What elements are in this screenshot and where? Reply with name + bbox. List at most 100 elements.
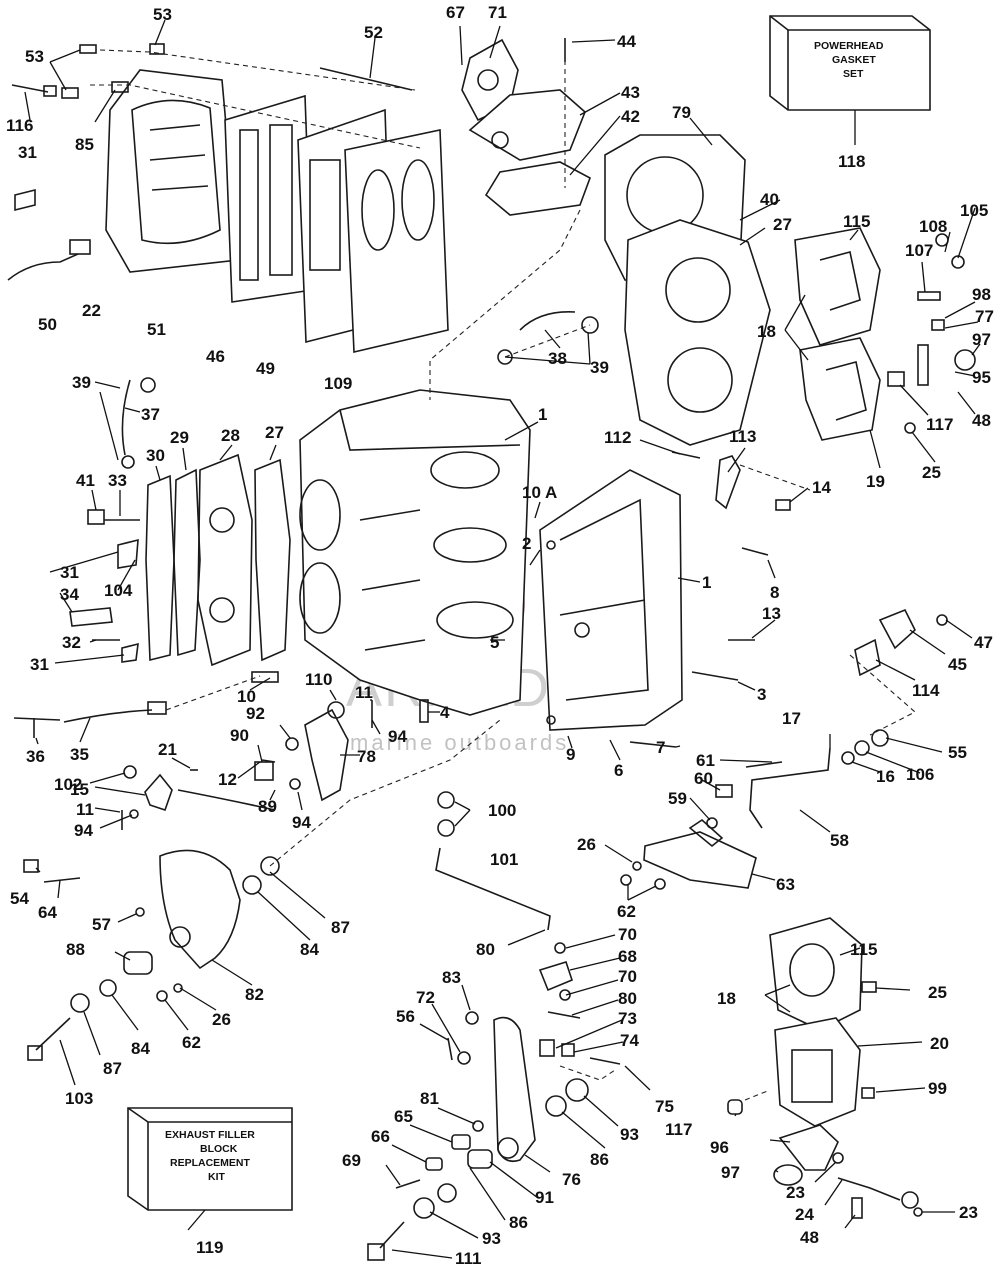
callout: 108 xyxy=(919,217,947,236)
callout: 80 xyxy=(618,989,637,1008)
throttle-cam-group xyxy=(23,849,280,1061)
callout: 88 xyxy=(66,940,85,959)
callout: 32 xyxy=(62,633,81,652)
callout: 63 xyxy=(776,875,795,894)
callout: 59 xyxy=(668,789,687,808)
callout: 27 xyxy=(773,215,792,234)
callout: 28 xyxy=(221,426,240,445)
left-middle-linkages xyxy=(13,671,429,830)
exhaust-line2: BLOCK xyxy=(200,1143,238,1155)
exhaust-filler-kit-box: EXHAUST FILLER BLOCK REPLACEMENT KIT xyxy=(127,1107,293,1211)
callout: 18 xyxy=(757,322,776,341)
callout: 78 xyxy=(357,747,376,766)
crankcase-half xyxy=(539,469,683,731)
callout-labels: 53 67 71 44 52 53 85 116 31 22 50 51 46 … xyxy=(6,3,994,1268)
callout: 106 xyxy=(906,765,934,784)
callout: 19 xyxy=(866,472,885,491)
callout: 84 xyxy=(300,940,319,959)
exhaust-line1: EXHAUST FILLER xyxy=(165,1129,255,1141)
callout: 94 xyxy=(388,727,407,746)
callout: 117 xyxy=(926,415,953,434)
callout: 29 xyxy=(170,428,189,447)
callout: 31 xyxy=(30,655,49,674)
callout: 36 xyxy=(26,747,45,766)
callout: 37 xyxy=(141,405,160,424)
callout: 57 xyxy=(92,915,111,934)
callout: 16 xyxy=(876,767,895,786)
callout: 39 xyxy=(590,358,609,377)
callout: 5 xyxy=(490,633,499,652)
callout: 107 xyxy=(905,241,933,260)
callout: 34 xyxy=(60,585,79,604)
callout: 72 xyxy=(416,988,435,1007)
callout: 84 xyxy=(131,1039,150,1058)
callout: 1 xyxy=(538,405,547,424)
callout: 114 xyxy=(912,681,940,700)
callout: 91 xyxy=(535,1188,554,1207)
reed-valve-group-bottom xyxy=(727,917,923,1219)
watermark-tagline: marine outboards xyxy=(350,730,569,755)
callout: 80 xyxy=(476,940,495,959)
callout: 7 xyxy=(656,738,665,757)
callout: 97 xyxy=(972,330,991,349)
callout: 85 xyxy=(75,135,94,154)
crankcase-block xyxy=(299,389,531,716)
callout: 93 xyxy=(482,1229,501,1248)
callout: 81 xyxy=(420,1089,439,1108)
callout: 71 xyxy=(488,3,507,22)
callout: 31 xyxy=(60,563,79,582)
callout: 76 xyxy=(562,1170,581,1189)
callout: 86 xyxy=(590,1150,609,1169)
callout: 115 xyxy=(850,940,877,959)
intake-manifold-group xyxy=(69,377,291,667)
callout: 95 xyxy=(972,368,991,387)
callout: 26 xyxy=(212,1010,231,1029)
callout: 75 xyxy=(655,1097,674,1116)
callout: 79 xyxy=(672,103,691,122)
callout: 43 xyxy=(621,83,640,102)
callout: 58 xyxy=(830,831,849,850)
callout: 53 xyxy=(153,5,172,24)
callout: 18 xyxy=(717,989,736,1008)
callout: 45 xyxy=(948,655,967,674)
callout: 40 xyxy=(760,190,779,209)
callout: 70 xyxy=(618,967,637,986)
callout: 25 xyxy=(922,463,941,482)
powerhead-line1: POWERHEAD xyxy=(814,40,884,52)
callout: 27 xyxy=(265,423,284,442)
callout: 62 xyxy=(182,1033,201,1052)
callout: 83 xyxy=(442,968,461,987)
callout: 44 xyxy=(617,32,636,51)
callout: 10 A xyxy=(522,483,557,502)
callout: 104 xyxy=(104,581,133,600)
callout: 82 xyxy=(245,985,264,1004)
cylinder-heads-top xyxy=(497,134,771,446)
callout: 17 xyxy=(782,709,801,728)
callout: 117 xyxy=(665,1120,692,1139)
exhaust-cover-stack xyxy=(105,69,449,353)
callout: 105 xyxy=(960,201,988,220)
callout: 8 xyxy=(770,583,779,602)
callout: 48 xyxy=(800,1228,819,1247)
callout: 68 xyxy=(618,947,637,966)
dashed-guides xyxy=(90,49,916,1101)
callout: 112 xyxy=(604,428,631,447)
callout: 116 xyxy=(6,116,33,135)
callout: 109 xyxy=(324,374,352,393)
exhaust-line3: REPLACEMENT xyxy=(170,1157,251,1169)
top-left-hardware xyxy=(7,43,413,281)
callout: 66 xyxy=(371,1127,390,1146)
callout: 49 xyxy=(256,359,275,378)
callout: 22 xyxy=(82,301,101,320)
callout: 77 xyxy=(975,307,994,326)
callout: 6 xyxy=(614,761,623,780)
callout: 20 xyxy=(930,1034,949,1053)
callout: 4 xyxy=(440,703,450,722)
exhaust-line4: KIT xyxy=(208,1171,226,1183)
callout: 38 xyxy=(548,349,567,368)
callout: 61 xyxy=(696,751,715,770)
mid-right-hardware xyxy=(629,451,948,829)
callout: 96 xyxy=(710,1138,729,1157)
callout: 56 xyxy=(396,1007,415,1026)
